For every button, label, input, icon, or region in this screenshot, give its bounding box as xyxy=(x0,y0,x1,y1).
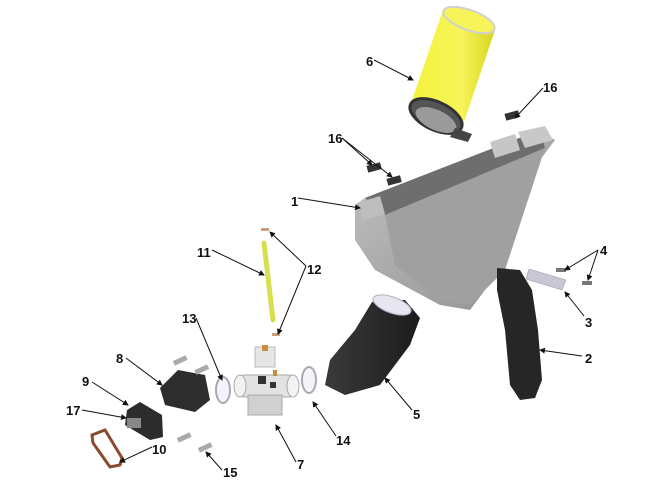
part-11-tube xyxy=(261,240,276,323)
callout-5: 5 xyxy=(413,407,421,422)
callout-15: 15 xyxy=(223,465,238,480)
part-3-plate xyxy=(525,268,567,291)
callout-16a: 16 xyxy=(543,80,558,95)
part-15-bolts xyxy=(172,355,213,453)
callout-7: 7 xyxy=(297,457,305,472)
part-13-clamp xyxy=(215,376,231,404)
part-14-clamp xyxy=(301,366,317,394)
callout-12: 12 xyxy=(307,262,322,277)
callout-4: 4 xyxy=(600,243,608,258)
part-2-guard xyxy=(497,268,542,400)
part-6-air-filter xyxy=(408,5,496,142)
callout-3: 3 xyxy=(585,315,593,330)
part-7-carburetor xyxy=(233,345,300,416)
callout-9: 9 xyxy=(82,374,90,389)
callout-13: 13 xyxy=(182,311,197,326)
part-12-clips xyxy=(261,228,280,336)
part-5-intake-boot xyxy=(325,294,420,395)
part-1-airbox xyxy=(355,126,555,310)
callout-14: 14 xyxy=(336,433,351,448)
part-10-gasket xyxy=(90,428,124,469)
callout-8: 8 xyxy=(116,351,124,366)
callout-11: 11 xyxy=(197,245,211,260)
callout-6: 6 xyxy=(366,54,374,69)
leader-lines xyxy=(81,59,599,471)
part-4-screws xyxy=(556,268,592,285)
callout-17: 17 xyxy=(66,403,81,418)
callout-10: 10 xyxy=(152,442,167,457)
callout-2: 2 xyxy=(585,351,593,366)
callout-16b: 16 xyxy=(328,131,343,146)
callout-1: 1 xyxy=(291,194,299,209)
part-8-manifold xyxy=(160,370,210,412)
part-9-reed-cage xyxy=(125,402,163,440)
